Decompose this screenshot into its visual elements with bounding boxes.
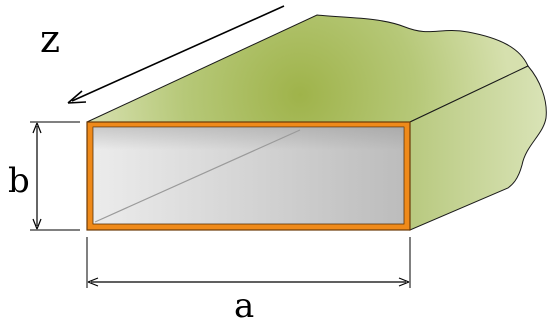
waveguide-interior-shade <box>93 127 404 151</box>
z-label: z <box>40 17 60 61</box>
waveguide-side-face <box>409 65 547 231</box>
b-dimension <box>30 121 80 231</box>
z-axis-arrow <box>67 5 285 104</box>
b-label: b <box>8 161 30 201</box>
interior-diagonal-line <box>94 129 301 223</box>
waveguide-top-face <box>86 14 529 123</box>
a-label: a <box>234 286 254 322</box>
a-dimension <box>86 237 411 288</box>
